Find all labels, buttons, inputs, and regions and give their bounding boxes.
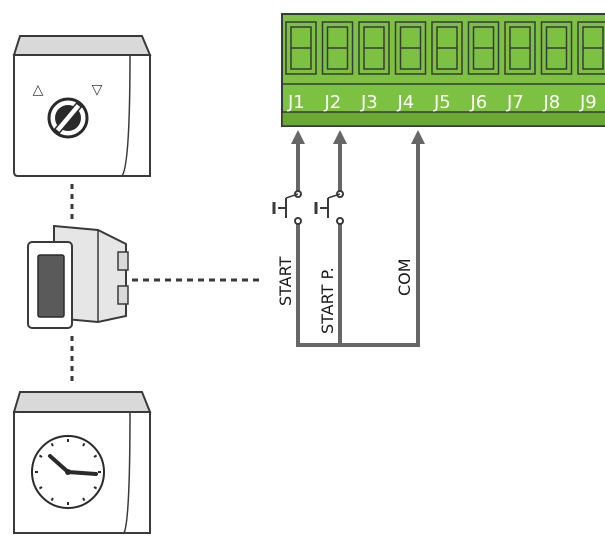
arrow-j2-icon	[333, 130, 347, 144]
start-p-label: START P.	[318, 267, 337, 334]
start-contact-symbol	[272, 190, 302, 225]
clock-tick	[50, 442, 54, 447]
terminal-j6: J6	[467, 21, 500, 113]
terminal-label: J1	[287, 92, 305, 113]
terminal-j5: J5	[431, 21, 463, 113]
button-lens	[37, 254, 65, 318]
clock-tick	[50, 497, 54, 502]
terminal-block: J1 J2 J3 J4 J5 J6 J7 J8 J9	[281, 13, 605, 127]
clock-tick	[93, 486, 98, 490]
timer-clock-device	[12, 391, 152, 534]
terminal-label: J2	[324, 92, 342, 113]
terminal-j8: J8	[540, 21, 573, 113]
wire-arrows	[291, 130, 425, 144]
terminal-screw-slot	[394, 21, 427, 75]
arrow-j1-icon	[291, 130, 305, 144]
clock-tick	[82, 442, 86, 447]
terminal-j9: J9	[577, 21, 605, 113]
arrow-j4-icon	[411, 130, 425, 144]
terminal-label: J7	[506, 92, 524, 113]
com-label: COM	[395, 258, 414, 296]
start-label: START	[276, 256, 295, 306]
key-switch-icon	[47, 97, 89, 139]
terminal-screw-slot	[504, 21, 536, 75]
terminal-j2: J2	[321, 21, 354, 113]
terminal-label: J5	[433, 92, 451, 113]
start-p-contact-symbol	[314, 190, 344, 225]
clock-icon	[31, 435, 105, 509]
terminal-screw-slot	[358, 21, 390, 75]
terminal-label: J4	[397, 92, 415, 113]
key-selector-device: △ ▽	[12, 35, 152, 177]
terminal-label: J6	[470, 92, 488, 113]
clock-tick	[38, 454, 43, 458]
push-button-device	[27, 224, 129, 329]
terminal-label: J8	[543, 92, 561, 113]
clock-tick	[93, 454, 98, 458]
terminal-label: J9	[579, 92, 597, 113]
wiring	[296, 142, 420, 347]
terminal-j7: J7	[504, 21, 536, 113]
wire-j1-lower	[296, 222, 420, 347]
terminal-j3: J3	[358, 21, 390, 113]
terminal-screw-slot	[321, 21, 354, 75]
terminal-screw-slot	[467, 21, 500, 75]
rotate-left-arrow-icon: △	[33, 82, 44, 98]
clock-tick	[82, 497, 86, 502]
terminal-screw-slot	[540, 21, 573, 75]
terminal-screw-slot	[431, 21, 463, 75]
terminal-j1: J1	[285, 21, 317, 113]
terminal-label: J3	[360, 92, 378, 113]
terminal-screw-slot	[577, 21, 605, 75]
rotate-right-arrow-icon: ▽	[92, 82, 103, 98]
terminal-j4: J4	[394, 21, 427, 113]
clock-tick	[38, 486, 43, 490]
terminal-screw-slot	[285, 21, 317, 75]
